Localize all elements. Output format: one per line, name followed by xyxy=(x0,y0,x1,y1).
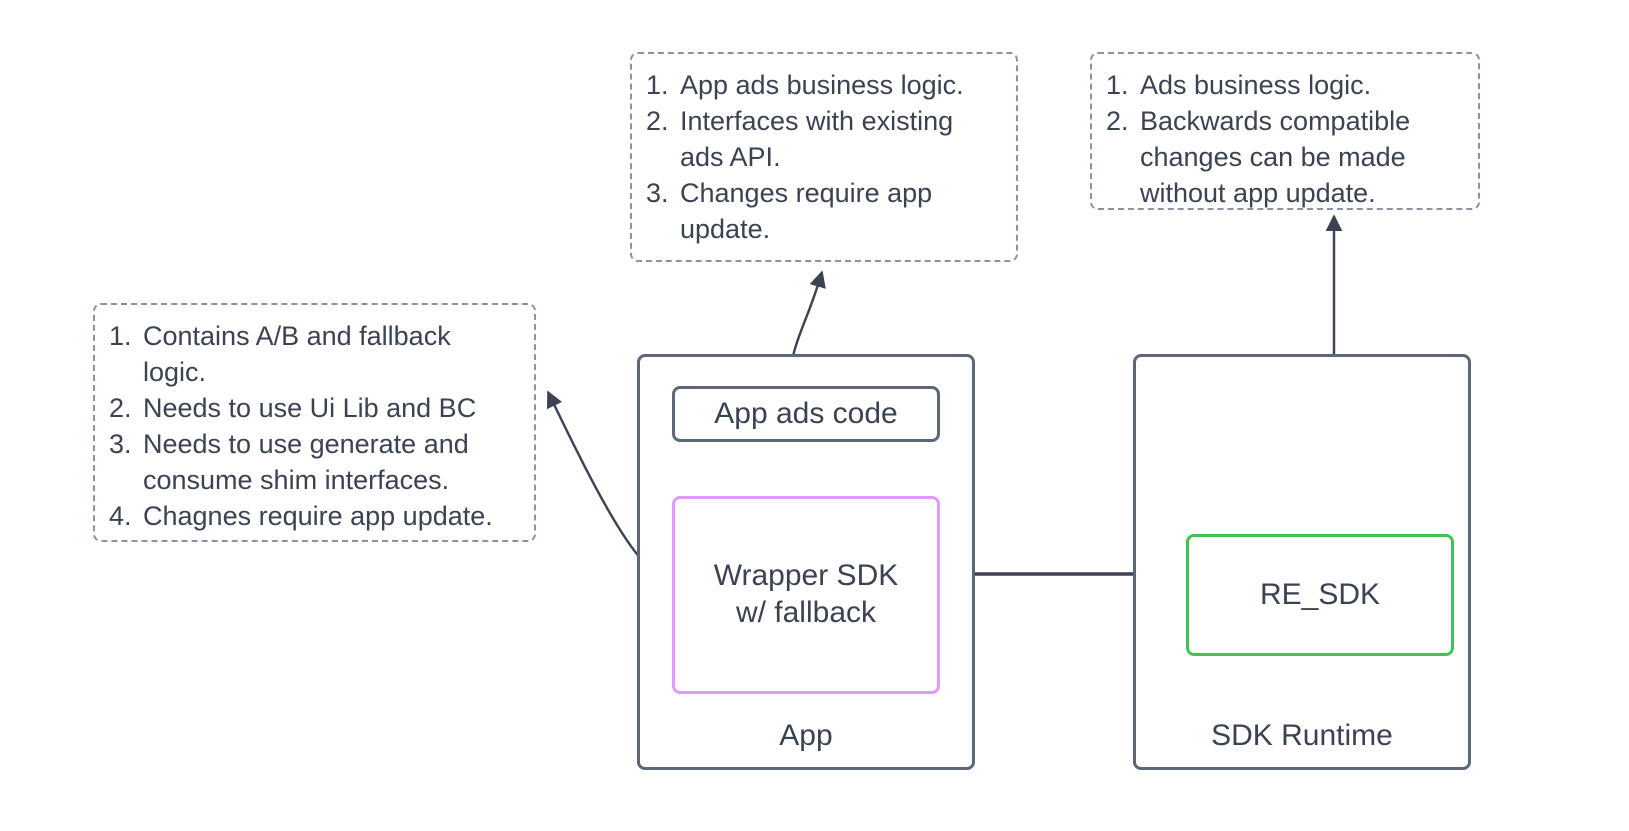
note-item: Changes require app update. xyxy=(646,176,933,244)
note-app-ads-code-list: App ads business logic. Interfaces with … xyxy=(646,68,998,248)
note-app-ads-code: App ads business logic. Interfaces with … xyxy=(630,52,1018,262)
node-wrapper-sdk: Wrapper SDK w/ fallback xyxy=(672,496,940,694)
note-item: Contains A/B and fallback logic. xyxy=(109,319,451,387)
note-item: Needs to use Ui Lib and BC xyxy=(109,391,477,427)
note-item: Interfaces with existing ads API. xyxy=(646,104,954,172)
note-item: Ads business logic. xyxy=(1106,68,1372,104)
container-sdk-runtime-label: SDK Runtime xyxy=(1211,719,1393,752)
note-re-sdk: Ads business logic. Backwards compatible… xyxy=(1090,52,1480,210)
note-item: Chagnes require app update. xyxy=(109,499,493,535)
note-item: Needs to use generate and consume shim i… xyxy=(109,427,469,495)
node-app-ads-code: App ads code xyxy=(672,386,940,442)
note-item: Backwards compatible changes can be made… xyxy=(1106,104,1411,208)
node-re-sdk: RE_SDK xyxy=(1186,534,1454,656)
note-item: App ads business logic. xyxy=(646,68,964,104)
note-wrapper-sdk: Contains A/B and fallback logic. Needs t… xyxy=(93,303,536,542)
note-re-sdk-list: Ads business logic. Backwards compatible… xyxy=(1106,68,1460,212)
note-wrapper-sdk-list: Contains A/B and fallback logic. Needs t… xyxy=(109,319,516,534)
container-app-label: App xyxy=(779,719,833,752)
